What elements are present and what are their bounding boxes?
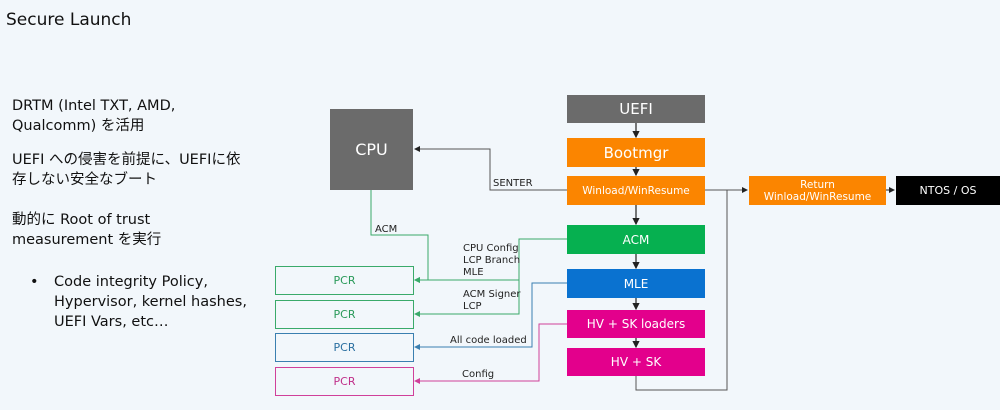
bullet-dot-icon: • — [30, 274, 39, 290]
hv-sk-loaders-box: HV + SK loaders — [567, 310, 705, 338]
arrow-loaders-pcr4 — [414, 323, 567, 384]
point-drtm: DRTM (Intel TXT, AMD, Qualcomm) を活用 — [12, 98, 176, 134]
mle-box: MLE — [567, 269, 705, 298]
ntos-box: NTOS / OS — [896, 176, 1000, 205]
point-uefi-independent: UEFI への侵害を前提に、UEFIに依存しない安全なブート — [12, 152, 241, 188]
pcr-box-4: PCR — [275, 367, 414, 396]
return-winload-box: Return Winload/WinResume — [749, 176, 886, 205]
winload-box: Winload/WinResume — [567, 176, 705, 205]
bootmgr-box: Bootmgr — [567, 138, 705, 167]
pcr-box-3: PCR — [275, 333, 414, 362]
acm-signer-label: ACM Signer LCP — [463, 289, 521, 312]
senter-label: SENTER — [493, 178, 533, 189]
arrow-mle-pcr3 — [414, 282, 567, 350]
acm-label: ACM — [375, 224, 398, 235]
config-label: Config — [462, 369, 495, 380]
arrow-senter — [414, 146, 567, 191]
arrow-return-loop — [635, 190, 728, 391]
pcr-box-1: PCR — [275, 266, 414, 295]
arrow-acm-pcr1 — [414, 238, 567, 283]
all-code-label: All code loaded — [450, 335, 527, 346]
hv-sk-box: HV + SK — [567, 348, 705, 376]
bullet-text: Code integrity Policy, Hypervisor, kerne… — [54, 274, 247, 330]
point-root-of-trust: 動的に Root of trust measurement を実行 — [12, 212, 162, 248]
cpu-box: CPU — [330, 109, 413, 190]
arrow-acm-pcr2 — [414, 280, 520, 317]
slide-title: Secure Launch — [6, 10, 132, 30]
acm-box: ACM — [567, 225, 705, 254]
pcr-box-2: PCR — [275, 300, 414, 329]
acm-measure-label: CPU Config LCP Branch MLE — [463, 243, 521, 278]
uefi-box: UEFI — [567, 95, 705, 123]
